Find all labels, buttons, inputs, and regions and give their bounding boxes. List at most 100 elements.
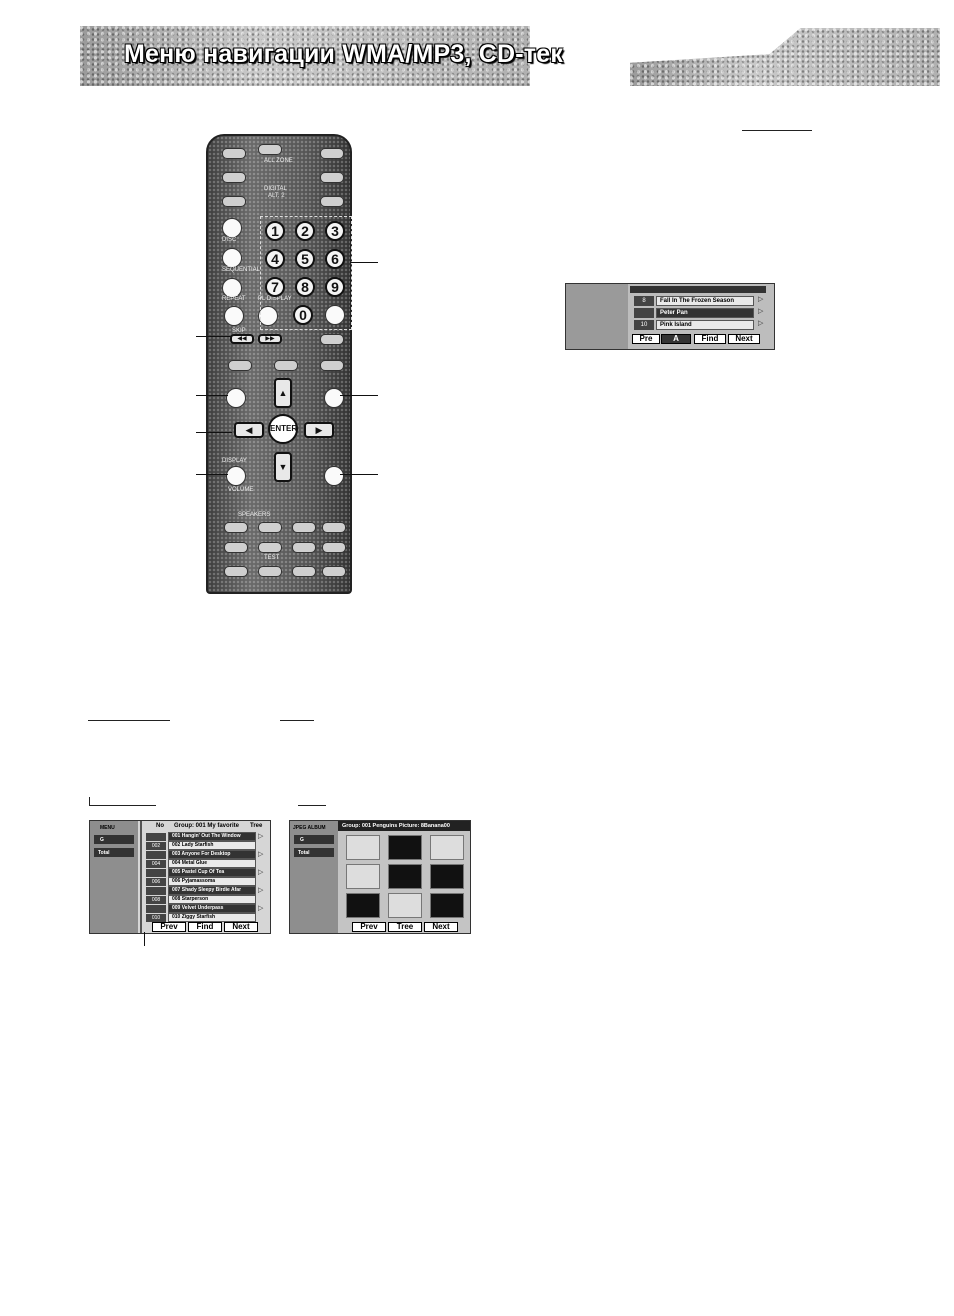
skip-back-button[interactable]: ◀◀ (230, 334, 254, 344)
key-0[interactable]: 0 (293, 305, 313, 325)
track-title[interactable]: 003 Anyone For Desktop (168, 850, 256, 859)
remote-label: ALT. 2 (268, 193, 285, 199)
remote-label: DIGITAL (264, 186, 287, 192)
remote-label: REPEAT (222, 296, 246, 302)
next-button[interactable]: Next (728, 334, 760, 344)
thumbnail[interactable] (388, 864, 422, 889)
remote-button[interactable] (258, 566, 282, 577)
side-total-box: Total (294, 848, 334, 857)
find-button[interactable]: Find (694, 334, 726, 344)
remote-button[interactable] (274, 360, 298, 371)
track-number: 006 (146, 878, 166, 886)
prev-button[interactable]: Prev (152, 922, 186, 932)
remote-button[interactable] (322, 566, 346, 577)
remote-button[interactable] (320, 360, 344, 371)
track-number: 8 (634, 296, 654, 306)
arrow-left-button[interactable]: ◀ (234, 422, 264, 438)
header-banner: Меню навигации WMA/MP3, CD-тек (80, 26, 563, 86)
side-group-box: G (294, 835, 334, 844)
track-title[interactable]: 001 Hangin' Out The Window (168, 832, 256, 841)
tree-button[interactable]: Tree (388, 922, 422, 932)
remote-button[interactable] (258, 144, 282, 155)
track-title[interactable]: 010 Ziggy Starfish (168, 913, 256, 922)
find-button[interactable]: Find (188, 922, 222, 932)
play-triangle-icon: ▷ (258, 905, 264, 912)
remote-button[interactable] (258, 522, 282, 533)
remote-button[interactable] (222, 196, 246, 207)
skip-forward-button[interactable]: ▶▶ (258, 334, 282, 344)
key-1[interactable]: 1 (265, 221, 285, 241)
key-6[interactable]: 6 (325, 249, 345, 269)
track-title[interactable]: 006 Pyjamassoma (168, 877, 256, 886)
track-title[interactable]: Pink Island (656, 320, 754, 330)
next-button[interactable]: Next (424, 922, 458, 932)
remote-button[interactable] (228, 360, 252, 371)
enter-button[interactable]: ENTER (268, 414, 298, 444)
remote-button[interactable] (322, 522, 346, 533)
remote-button[interactable] (222, 172, 246, 183)
menu-button[interactable] (226, 388, 246, 408)
track-title[interactable]: 007 Shady Sleepy Birdie Afar (168, 886, 256, 895)
track-number: 002 (146, 842, 166, 850)
track-title[interactable]: Fall In The Frozen Season (656, 296, 754, 306)
track-title[interactable]: 009 Velvet Underpass (168, 904, 256, 913)
track-title[interactable]: 002 Lady Starfish (168, 841, 256, 850)
key-9[interactable]: 9 (325, 277, 345, 297)
arrow-up-button[interactable]: ▲ (274, 378, 292, 408)
underline (298, 805, 326, 806)
tree-link[interactable]: Tree (250, 823, 263, 829)
remote-button[interactable] (224, 566, 248, 577)
remote-button[interactable] (320, 196, 344, 207)
key-2[interactable]: 2 (295, 221, 315, 241)
header-banner-right (630, 28, 940, 86)
disc-button[interactable] (222, 218, 242, 238)
track-number: 004 (146, 860, 166, 868)
thumbnail[interactable] (346, 835, 380, 860)
arrow-right-button[interactable]: ▶ (304, 422, 334, 438)
right-dot-button[interactable] (324, 388, 344, 408)
remote-button[interactable] (320, 148, 344, 159)
remote-button[interactable] (224, 542, 248, 553)
thumbnail[interactable] (430, 864, 464, 889)
track-title[interactable]: 008 Starperson (168, 895, 256, 904)
divider (140, 821, 142, 933)
disc-button[interactable] (222, 248, 242, 268)
right-dot-button[interactable] (324, 466, 344, 486)
pl-display-button[interactable] (258, 306, 278, 326)
track-title[interactable]: 004 Metal Glue (168, 859, 256, 868)
remote-button[interactable] (222, 148, 246, 159)
remote-button[interactable] (292, 566, 316, 577)
sequential-button[interactable] (222, 278, 242, 298)
thumbnail[interactable] (346, 864, 380, 889)
thumbnail[interactable] (430, 893, 464, 918)
prev-button[interactable]: Prev (352, 922, 386, 932)
repeat-button[interactable] (224, 306, 244, 326)
key-extra[interactable] (325, 305, 345, 325)
remote-button[interactable] (258, 542, 282, 553)
osd-list-screen: MENU G Total No Group: 001 My favorite T… (89, 820, 271, 934)
remote-button[interactable] (320, 334, 344, 345)
remote-button[interactable] (292, 542, 316, 553)
track-title[interactable]: 005 Pastel Cup Of Tea (168, 868, 256, 877)
remote-button[interactable] (292, 522, 316, 533)
key-3[interactable]: 3 (325, 221, 345, 241)
track-number (146, 833, 166, 841)
remote-button[interactable] (224, 522, 248, 533)
key-5[interactable]: 5 (295, 249, 315, 269)
remote-button[interactable] (322, 542, 346, 553)
key-4[interactable]: 4 (265, 249, 285, 269)
prev-button[interactable]: Pre (632, 334, 660, 344)
thumbnail[interactable] (388, 893, 422, 918)
key-8[interactable]: 8 (295, 277, 315, 297)
track-title-selected[interactable]: Peter Pan (656, 308, 754, 318)
thumbnail[interactable] (346, 893, 380, 918)
key-7[interactable]: 7 (265, 277, 285, 297)
thumbnail[interactable] (388, 835, 422, 860)
thumbnail[interactable] (430, 835, 464, 860)
remote-button[interactable] (320, 172, 344, 183)
next-button[interactable]: Next (224, 922, 258, 932)
remote-label: SEQUENTIAL (222, 267, 261, 273)
display-button[interactable] (226, 466, 246, 486)
arrow-down-button[interactable]: ▼ (274, 452, 292, 482)
abc-button[interactable]: A (661, 334, 691, 344)
